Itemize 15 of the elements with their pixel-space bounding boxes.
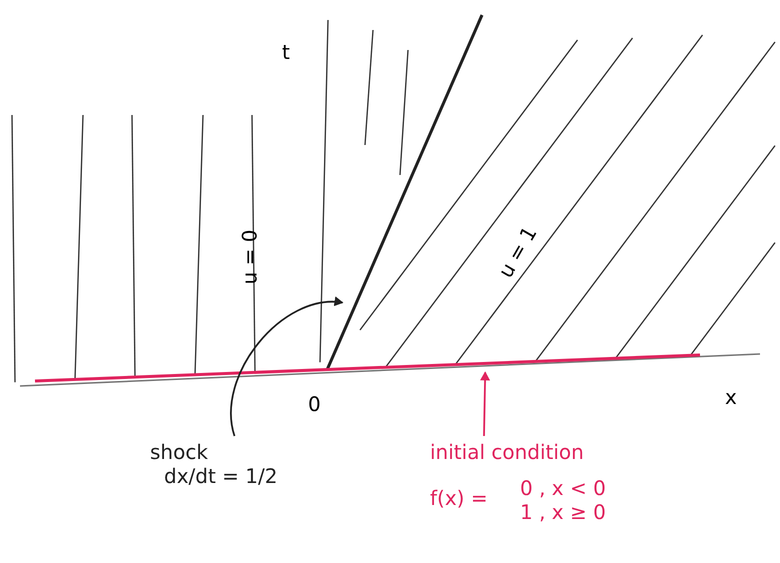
shock-line <box>326 14 484 371</box>
formula-text: 0 , x < 0 <box>520 476 607 500</box>
annotation-label: shock <box>150 440 209 464</box>
region-label: u = 0 <box>237 230 262 284</box>
region-label: u = 1 <box>493 222 542 282</box>
formula-text: 1 , x ≥ 0 <box>520 500 607 524</box>
leader-line <box>230 297 344 436</box>
initial-condition-line <box>34 354 700 382</box>
annotation-label: initial condition <box>430 440 585 464</box>
axis-label: t <box>282 40 290 64</box>
formula-text: f(x) = <box>430 486 488 510</box>
origin-label: 0 <box>308 392 321 416</box>
axis-label: x <box>725 385 737 409</box>
leader-line <box>480 371 490 436</box>
formula-text: dx/dt = 1/2 <box>164 464 278 488</box>
